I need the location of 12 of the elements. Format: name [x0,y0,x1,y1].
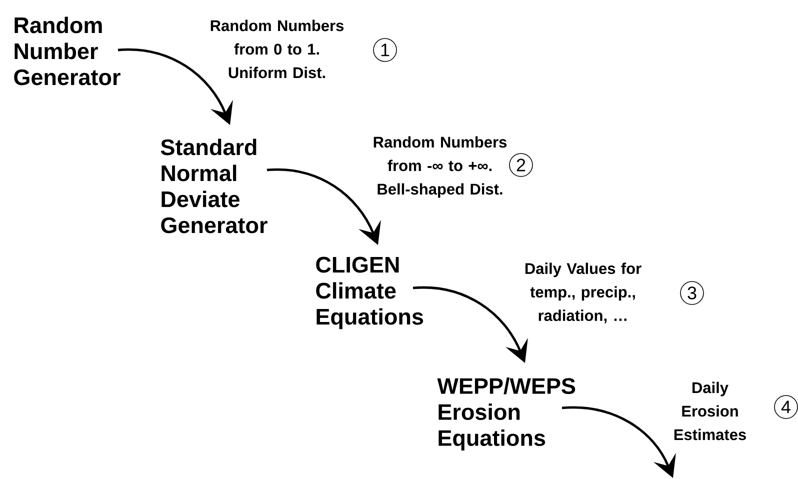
process-label: Random Number Generator [14,16,120,86]
process-label: CLIGEN Climate Equations [316,256,424,330]
edge-label: Daily Values for temp., precip., radiation, … [525,262,642,324]
process-label: WEPP/WEPS Erosion Equations [437,378,576,450]
callout-number: 2 [509,153,533,177]
edge-label: Daily Erosion Estimates [674,382,746,440]
edge-label: Random Numbers from 0 to 1. Uniform Dist. [210,20,344,78]
edge-label: Random Numbers from -∞ to +∞. Bell-shaped Dist. [374,136,507,198]
callout-number: 3 [680,281,704,305]
callout-number: 1 [373,38,397,62]
process-label: Standard Normal Deviate Generator [160,138,268,234]
callout-number: 4 [774,395,798,419]
